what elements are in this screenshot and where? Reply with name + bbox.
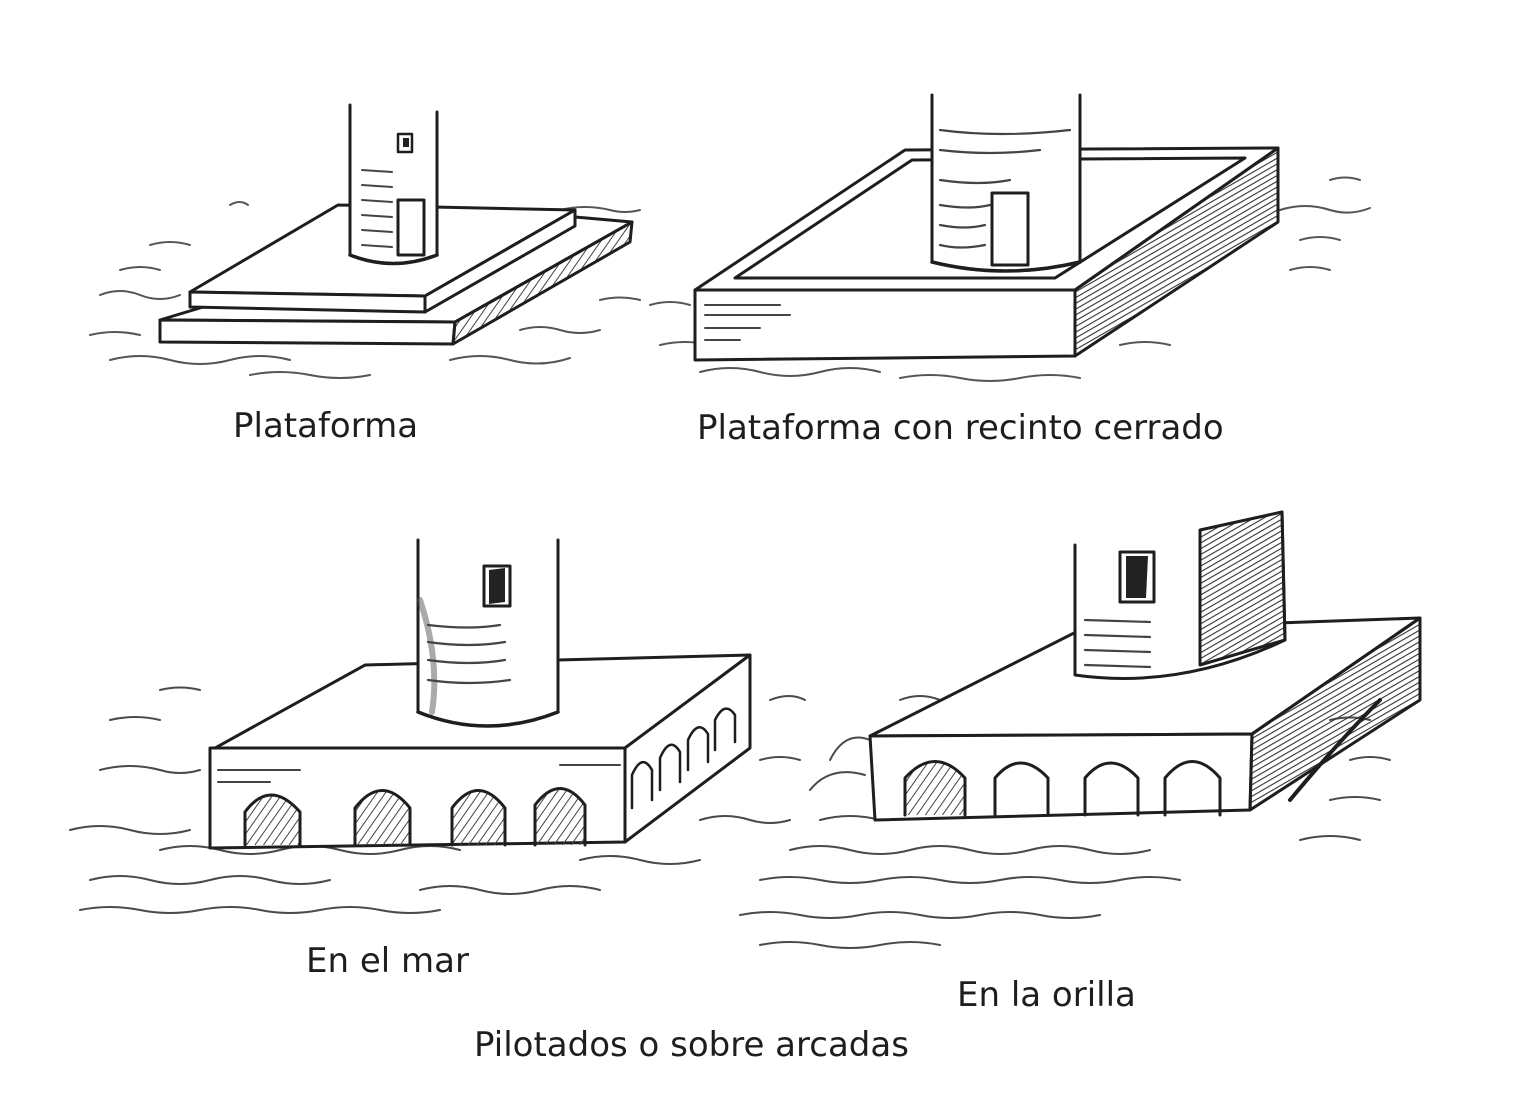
arcade-side [630, 707, 737, 810]
arcade-front [243, 787, 587, 847]
panel-recinto [649, 93, 1371, 382]
tower [1073, 510, 1287, 680]
panel-orilla [739, 510, 1422, 949]
tower [416, 538, 560, 728]
arcade-front [903, 760, 1222, 817]
caption-plataforma: Plataforma [233, 406, 419, 446]
group-caption: Pilotados o sobre arcadas [474, 1025, 909, 1065]
tower [348, 103, 439, 266]
tower [930, 93, 1082, 273]
caption-mar: En el mar [306, 941, 469, 981]
water-waves [739, 695, 1391, 949]
water-waves [649, 176, 1371, 382]
caption-orilla: En la orilla [957, 975, 1136, 1015]
panel-mar [69, 538, 806, 914]
panel-plataforma [89, 103, 641, 379]
caption-recinto: Plataforma con recinto cerrado [697, 408, 1224, 448]
